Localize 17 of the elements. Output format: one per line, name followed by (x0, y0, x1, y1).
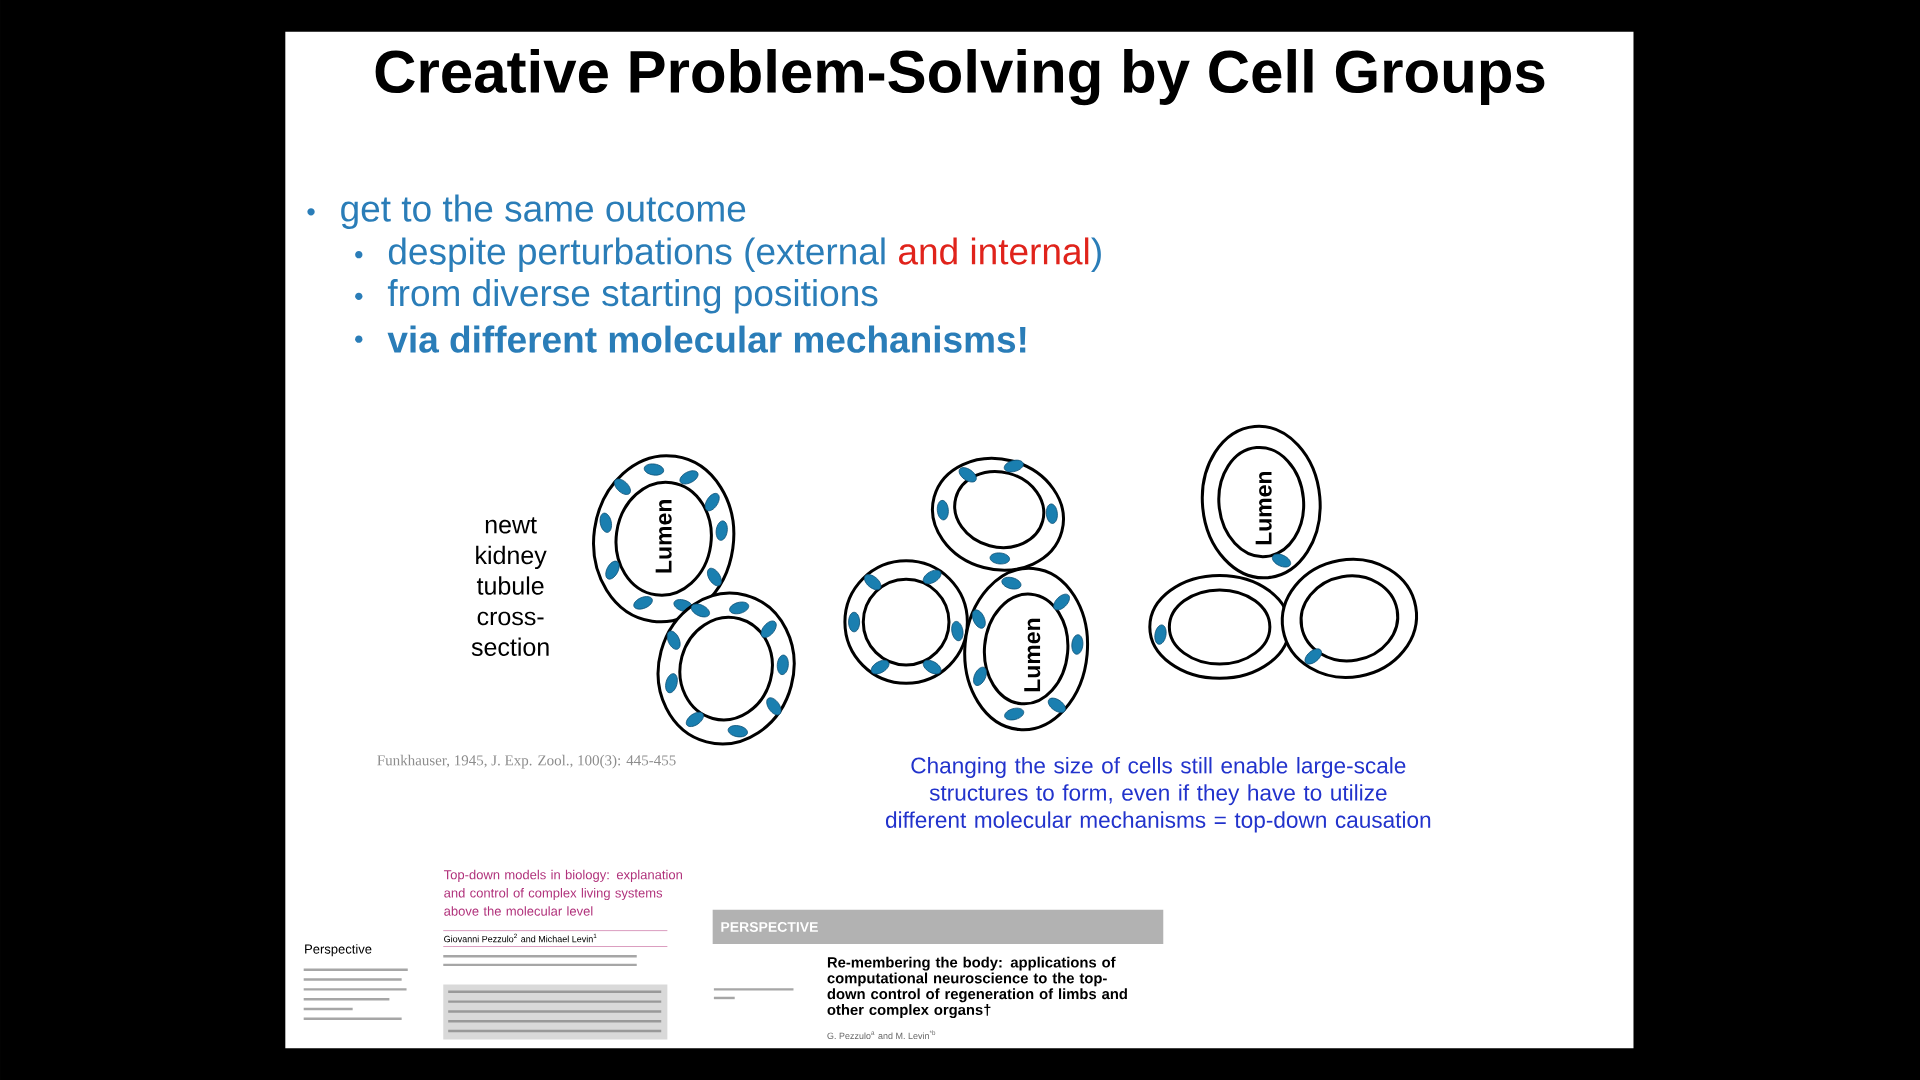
paper-title: Top-down models in biology: explanation and control of complex living systems above the molecular level (443, 869, 682, 916)
lumen-label: Lumen (1255, 471, 1272, 545)
citation: Funkhauser, 1945, J. Exp. Zool., 100(3): 445-455 (377, 754, 676, 769)
lumen-label: Lumen (1024, 618, 1041, 692)
caption-text: Changing the size of cells still enable large-scale structures to form, even if they have to utilize different molecular mechanisms = top-down causation (885, 756, 1431, 833)
bullet-text: get to the same outcome (341, 194, 746, 230)
slide-title: Creative Problem-Solving by Cell Groups (375, 49, 1545, 106)
paper-authors: Giovanni Pezzulo$^{2}$ and Michael Levin$^{1}$ (444, 933, 597, 943)
lumen-label: Lumen (655, 500, 672, 573)
specimen-label: newt kidney tubule cross-section (471, 517, 549, 656)
section-label: Perspective (305, 944, 372, 957)
paper-authors: G. Pezzulo$^{a}$ and M. Levin$^{*b}$ (827, 1030, 936, 1040)
bullet-text: despite perturbations (external and internal) (388, 237, 1101, 272)
bullet-text: from diverse starting positions (387, 279, 878, 314)
bullet-text: via different molecular mechanisms! (387, 325, 1026, 353)
perspective-banner: PERSPECTIVE (712, 909, 1164, 945)
paper-title: Re-membering the body: applications of computational neuroscience to the top-down control of regeneration of limbs and other complex organs† (827, 956, 1127, 1018)
